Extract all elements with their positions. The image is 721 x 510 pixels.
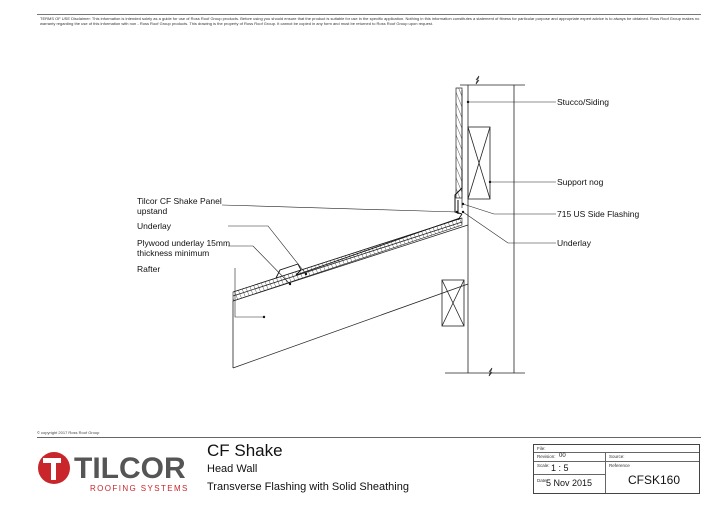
scale-value: 1 : 5 [551, 463, 569, 473]
lower-nog [441, 279, 465, 327]
roof-buildup [232, 217, 469, 369]
file-label: File: [537, 446, 546, 451]
date-label: Date: [537, 478, 548, 483]
revision-cell: Revision: 00 [534, 453, 606, 462]
tilcor-logo: TILCOR ROOFING SYSTEMS [34, 442, 204, 498]
drawing-subtitle-1: Head Wall [207, 463, 258, 475]
plywood-hatch [232, 217, 463, 302]
header-rule [37, 14, 701, 15]
support-nog [467, 126, 491, 200]
callout-side-flashing: 715 US Side Flashing [557, 209, 639, 219]
shake-panel [275, 213, 463, 279]
callout-support-nog: Support nog [557, 177, 604, 187]
footer-rule [37, 437, 701, 438]
callout-underlay-right: Underlay [557, 238, 592, 248]
revision-value: 00 [559, 453, 566, 459]
reference-cell: Reference CFSK160 [606, 462, 699, 493]
callout-stucco: Stucco/Siding [557, 97, 609, 107]
callout-panel-upstand-1: Tilcor CF Shake Panel [137, 196, 222, 206]
logo-tagline: ROOFING SYSTEMS [90, 484, 189, 493]
stucco-siding [455, 87, 463, 208]
break-symbols [475, 75, 493, 377]
source-cell: Source: [606, 453, 699, 462]
date-value: 5 Nov 2015 [546, 478, 593, 488]
tilcor-logo-icon: TILCOR ROOFING SYSTEMS [38, 452, 189, 493]
reference-label: Reference [609, 463, 630, 468]
reference-value: CFSK160 [628, 473, 681, 487]
callout-panel-upstand-2: upstand [137, 206, 168, 216]
leader-dots [262, 100, 492, 319]
callout-plywood-1: Plywood underlay 15mm [137, 238, 230, 248]
drawing-subtitle-2: Transverse Flashing with Solid Sheathing [207, 481, 409, 493]
date-cell: Date: 5 Nov 2015 [534, 475, 606, 493]
scale-cell: Scale: 1 : 5 [534, 462, 606, 475]
title-block: File: Revision: 00 Source: Scale: 1 : 5 … [533, 444, 700, 494]
file-row: File: [534, 445, 699, 453]
callout-rafter: Rafter [137, 264, 160, 274]
callout-plywood-2: thickness minimum [137, 248, 209, 258]
source-label: Source: [609, 454, 625, 459]
copyright: © copyright 2017 Ross Roof Group [37, 430, 100, 435]
terms-disclaimer: TERMS OF USE Disclaimer: This informatio… [40, 16, 700, 27]
leader-lines [221, 101, 556, 318]
logo-brand: TILCOR [74, 452, 186, 485]
callout-underlay-left: Underlay [137, 221, 172, 231]
drawing-title: CF Shake [207, 441, 283, 460]
revision-label: Revision: [537, 454, 556, 459]
scale-label: Scale: [537, 463, 550, 468]
